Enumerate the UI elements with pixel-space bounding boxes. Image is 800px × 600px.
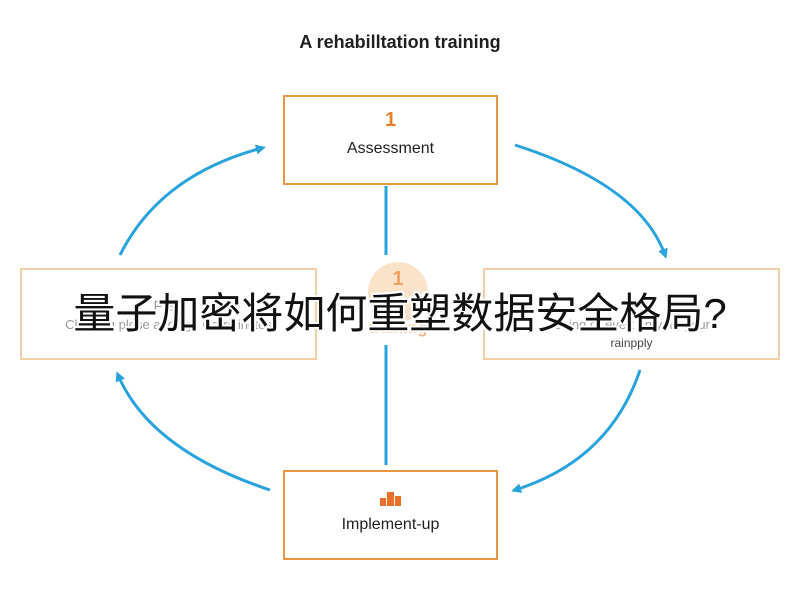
center-label: training <box>368 320 428 337</box>
arrow-plan-to-assessment <box>118 144 266 256</box>
step-plan-title: Plan <box>153 298 184 315</box>
step-label: Assessment <box>346 140 435 157</box>
step-reevaluate-box: Using or evert on your your rainpply <box>483 268 780 360</box>
overlay-headline: 量子加密将如何重塑数据安全格局? <box>73 290 727 337</box>
arrow-implement-to-plan <box>115 371 271 492</box>
step-reevaluate-subtitle: Using or evert on your your <box>553 317 710 332</box>
step-reevaluate-subtitle-2: rainpply <box>610 336 653 350</box>
arrow-reevaluate-to-implement <box>511 369 642 493</box>
step-label: Implement-up <box>341 516 440 533</box>
center-number-badge: 1 <box>368 262 428 322</box>
step-assessment-box: 1 Assessment <box>283 95 498 185</box>
arrow-assessment-to-reevaluate <box>514 143 668 259</box>
step-number: 1 <box>384 109 397 131</box>
step-plan-subtitle: Clocking plose and ligh Carrelinctes <box>65 317 272 332</box>
step-plan-box: Plan Clocking plose and ligh Carrelincte… <box>20 268 317 360</box>
bar-chart-icon <box>378 490 404 506</box>
step-implement-box: Implement-up <box>283 470 498 560</box>
diagram-title: A rehabilltation training <box>299 32 501 52</box>
